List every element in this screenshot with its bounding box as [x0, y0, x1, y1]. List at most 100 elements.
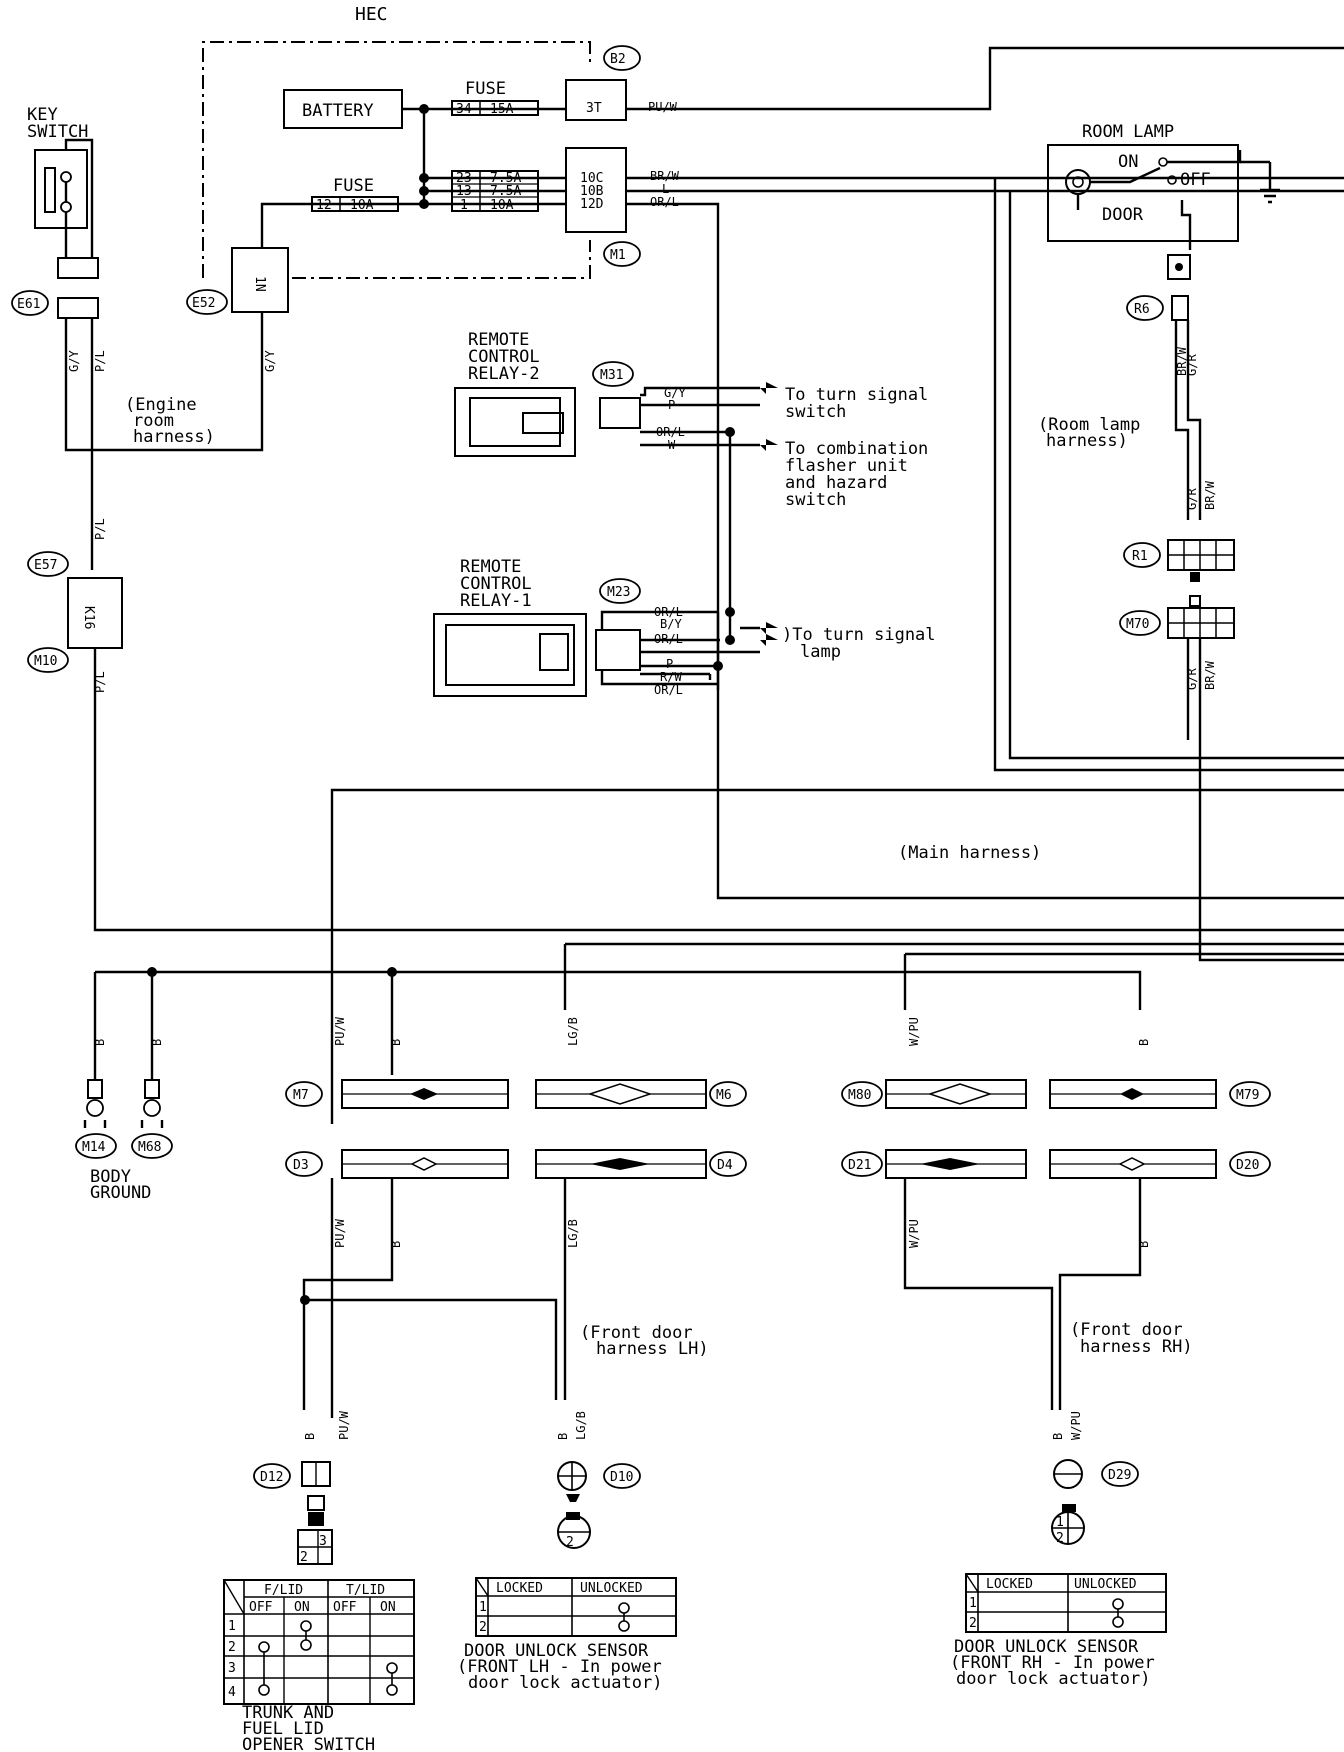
connector-D10	[603, 1463, 641, 1489]
svg-text:REMOTE: REMOTE	[468, 330, 529, 350]
svg-text:(Main harness): (Main harness)	[898, 843, 1041, 863]
connector-D20	[1229, 1151, 1271, 1177]
svg-text:(FRONT LH - In power: (FRONT LH - In power	[457, 1657, 662, 1677]
wire-or-l	[626, 202, 720, 690]
svg-text:D3: D3	[293, 1158, 309, 1173]
svg-text:B/Y: B/Y	[660, 617, 682, 631]
svg-text:M70: M70	[1126, 617, 1149, 632]
connector-M80	[841, 1081, 883, 1107]
remote-control-relay-2: REMOTE CONTROL RELAY-2 M31 G/Y P OR/L W …	[454, 330, 928, 510]
svg-text:ON: ON	[1118, 152, 1138, 172]
svg-text:OR/L: OR/L	[650, 195, 679, 209]
svg-text:R1: R1	[1132, 549, 1148, 564]
svg-text:15A: 15A	[490, 102, 514, 117]
svg-text:B: B	[556, 1433, 570, 1440]
svg-text:B: B	[1137, 1241, 1151, 1248]
remote-control-relay-1: REMOTE CONTROL RELAY-1 M23 OR/L B/Y OR/L…	[433, 432, 936, 697]
svg-text:lamp: lamp	[800, 642, 841, 662]
svg-text:10A: 10A	[350, 198, 374, 213]
connector-D21	[841, 1151, 883, 1177]
svg-text:BR/W: BR/W	[1203, 660, 1217, 690]
svg-text:2: 2	[300, 1550, 308, 1565]
fuse-12	[311, 196, 399, 212]
svg-text:2: 2	[566, 1535, 574, 1550]
svg-text:CONTROL: CONTROL	[468, 347, 540, 367]
door-unlock-sensor-rh: D29 1 2 LOCKED UNLOCKED 1 2 DOOR UNLOCK …	[950, 1459, 1167, 1689]
svg-text:FUSE: FUSE	[333, 176, 374, 196]
svg-text:P: P	[666, 657, 673, 671]
svg-text:1N: 1N	[252, 276, 267, 292]
svg-text:12: 12	[316, 198, 332, 213]
svg-text:OR/L: OR/L	[654, 605, 683, 619]
svg-text:LG/B: LG/B	[574, 1411, 588, 1440]
connector-D4	[709, 1151, 747, 1177]
svg-text:ON: ON	[294, 1600, 310, 1615]
svg-text:L: L	[662, 182, 669, 196]
connector-M6	[709, 1081, 747, 1107]
svg-text:M14: M14	[82, 1140, 106, 1155]
svg-text:P/L: P/L	[93, 350, 107, 372]
svg-text:W: W	[668, 438, 676, 452]
svg-text:B: B	[389, 1241, 403, 1248]
body-ground: M14 M68 BODY GROUND	[75, 1079, 173, 1203]
svg-text:PU/W: PU/W	[333, 1218, 347, 1248]
connector-M1	[603, 241, 641, 267]
svg-text:BR/W: BR/W	[1175, 346, 1189, 376]
connector-B2	[603, 45, 641, 71]
svg-text:B: B	[1137, 1039, 1151, 1046]
front-door-wiring: PU/W B LG/B (Front door harness LH) B PU…	[300, 1178, 1193, 1440]
svg-text:GROUND: GROUND	[90, 1183, 151, 1203]
svg-text:OFF: OFF	[249, 1600, 273, 1615]
room-lamp: ROOM LAMP ON OFF DOOR R6 BR/W G/R (Room …	[1038, 122, 1344, 962]
svg-text:1: 1	[479, 1600, 487, 1615]
connector-M68	[131, 1133, 173, 1159]
svg-text:1: 1	[1056, 1515, 1064, 1530]
svg-text:3T: 3T	[586, 101, 602, 116]
svg-text:RELAY-2: RELAY-2	[468, 364, 540, 384]
svg-text:M10: M10	[34, 654, 57, 669]
svg-text:ROOM LAMP: ROOM LAMP	[1082, 122, 1174, 142]
svg-text:BR/W: BR/W	[1203, 480, 1217, 510]
svg-text:)To turn signal: )To turn signal	[782, 625, 936, 645]
connector-E52	[186, 289, 228, 315]
connector-M7	[285, 1081, 323, 1107]
connector-E61	[11, 290, 49, 316]
svg-text:10C: 10C	[580, 171, 603, 186]
door-connectors: M7 D3 M6 D4 M80	[285, 1079, 1271, 1179]
svg-text:D21: D21	[848, 1158, 871, 1173]
svg-text:M80: M80	[848, 1088, 871, 1103]
svg-text:M79: M79	[1236, 1088, 1259, 1103]
svg-text:R6: R6	[1134, 302, 1150, 317]
svg-text:CONTROL: CONTROL	[460, 574, 532, 594]
svg-text:LG/B: LG/B	[566, 1219, 580, 1248]
svg-text:2: 2	[479, 1620, 487, 1635]
connector-M70	[1119, 610, 1161, 636]
svg-text:E52: E52	[192, 296, 215, 311]
svg-text:OR/L: OR/L	[654, 683, 683, 697]
trunk-table	[223, 1579, 415, 1705]
svg-text:DOOR: DOOR	[1102, 205, 1144, 225]
svg-text:UNLOCKED: UNLOCKED	[580, 1581, 643, 1596]
svg-text:SWITCH: SWITCH	[27, 122, 88, 142]
svg-text:M1: M1	[610, 248, 626, 263]
svg-text:B: B	[303, 1433, 317, 1440]
svg-text:BR/W: BR/W	[650, 169, 680, 183]
svg-text:KEY: KEY	[27, 105, 58, 125]
rh-table	[965, 1573, 1167, 1633]
svg-text:PU/W: PU/W	[337, 1410, 351, 1440]
svg-text:B2: B2	[610, 52, 626, 67]
svg-text:G/R: G/R	[1185, 354, 1199, 376]
svg-text:B: B	[93, 1039, 107, 1046]
connector-M10	[27, 647, 69, 673]
svg-text:W/PU: W/PU	[907, 1219, 921, 1248]
svg-text:switch: switch	[785, 490, 846, 510]
svg-text:OR/L: OR/L	[656, 425, 685, 439]
svg-text:switch: switch	[785, 402, 846, 422]
svg-text:To combination: To combination	[785, 439, 928, 459]
svg-text:D10: D10	[610, 1470, 633, 1485]
svg-text:(Engine: (Engine	[125, 395, 197, 415]
svg-text:34: 34	[456, 102, 472, 117]
svg-text:OFF: OFF	[333, 1600, 357, 1615]
svg-text:13: 13	[456, 184, 472, 199]
svg-text:harness RH): harness RH)	[1080, 1337, 1193, 1357]
